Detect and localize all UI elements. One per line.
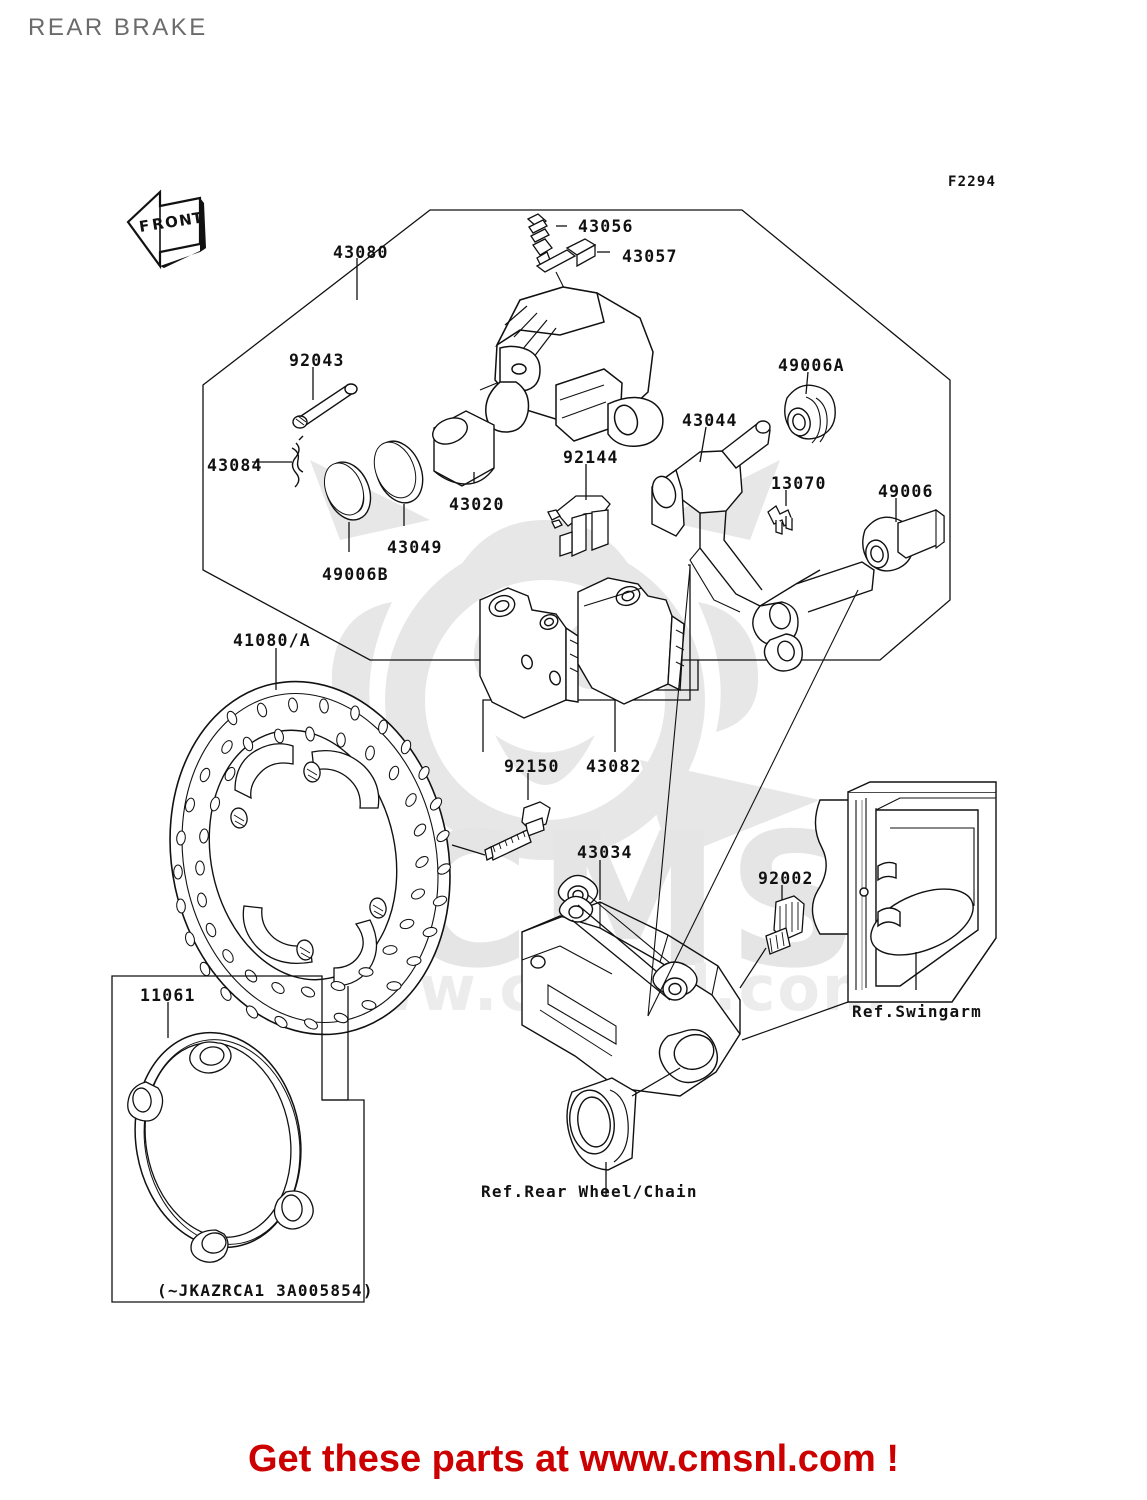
footer-banner: Get these parts at www.cmsnl.com ! <box>247 1438 900 1480</box>
label-43080: 43080 <box>333 243 389 262</box>
label-92144: 92144 <box>563 448 619 467</box>
ref-rear-wheel-part <box>566 1077 637 1171</box>
part-43049-seal <box>373 440 424 504</box>
label-ref-rear-wheel: Ref.Rear Wheel/Chain <box>481 1182 698 1201</box>
figure-code: F2294 <box>948 174 996 190</box>
part-43044-caliper-holder <box>651 420 875 672</box>
part-92144-pad-spring <box>547 495 611 557</box>
label-49006A: 49006A <box>778 356 845 375</box>
front-arrow-icon: F R O N T <box>126 189 206 270</box>
label-43034: 43034 <box>577 843 633 862</box>
label-43020: 43020 <box>449 495 505 514</box>
parts-diagram: CMS CMS www.cmsnl.com F2294 <box>111 174 997 1303</box>
part-43034-torque-link <box>521 874 741 1097</box>
part-brake-pad-right <box>577 577 685 705</box>
part-brake-pad-left <box>479 587 579 719</box>
part-49006B-seal <box>323 461 372 521</box>
label-43056: 43056 <box>578 217 634 236</box>
inset-note: (~JKAZRCA1 3A005854) <box>157 1281 374 1300</box>
label-43082: 43082 <box>586 757 642 776</box>
part-92150-bolt <box>484 801 551 861</box>
label-92150: 92150 <box>504 757 560 776</box>
part-43020-piston <box>432 410 495 487</box>
part-49006A-dust-seal <box>784 384 836 444</box>
part-41080A-brake-disc <box>169 680 451 1036</box>
part-43057-bleed-cap <box>535 238 597 273</box>
part-caliper-body <box>479 286 664 447</box>
label-92002: 92002 <box>758 869 814 888</box>
svg-text:N: N <box>178 210 193 230</box>
label-43049: 43049 <box>387 538 443 557</box>
label-ref-swingarm: Ref.Swingarm <box>852 1002 982 1021</box>
label-49006B: 49006B <box>322 565 389 584</box>
ref-swingarm-part <box>811 781 997 1003</box>
label-43044: 43044 <box>682 411 738 430</box>
label-43084: 43084 <box>207 456 263 475</box>
label-49006: 49006 <box>878 482 934 501</box>
part-49006-dust-seal <box>862 508 945 572</box>
svg-text:F: F <box>138 217 151 236</box>
page-title: REAR BRAKE <box>28 14 208 41</box>
svg-text:O: O <box>164 212 179 232</box>
label-41080-a: 41080/A <box>233 631 311 650</box>
group-outline-43082 <box>482 564 699 752</box>
part-92043-pin <box>292 383 358 429</box>
part-92002-bolt <box>765 895 805 955</box>
label-92043: 92043 <box>289 351 345 370</box>
svg-text:R: R <box>151 214 166 234</box>
part-43084-clip <box>291 435 304 488</box>
label-43057: 43057 <box>622 247 678 266</box>
label-11061: 11061 <box>140 986 196 1005</box>
inset-box-11061 <box>111 975 365 1303</box>
part-13070-guide <box>767 505 793 535</box>
svg-text:T: T <box>191 208 205 227</box>
group-outline-43080 <box>202 209 951 661</box>
part-43056-bleed-valve <box>526 213 553 267</box>
label-13070: 13070 <box>771 474 827 493</box>
